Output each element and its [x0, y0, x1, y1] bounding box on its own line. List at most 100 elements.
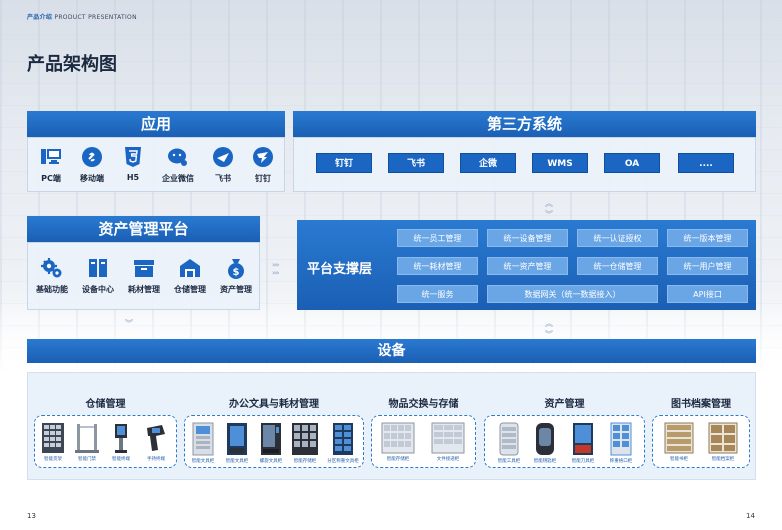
app-item-dingtalk[interactable]: 钉钉 [240, 146, 286, 184]
app-item-h5[interactable]: H5 [110, 146, 156, 182]
app-item-mobile[interactable]: 移动端 [69, 146, 115, 184]
cabinet-icon [227, 423, 247, 455]
page-number-right: 14 [746, 512, 755, 520]
support-consumables[interactable]: 统一耗材管理 [397, 257, 478, 275]
group-title-exchange: 物品交换与存储 [388, 399, 459, 410]
support-employee[interactable]: 统一员工管理 [397, 229, 478, 247]
support-auth[interactable]: 统一认证授权 [577, 229, 658, 247]
app-item-pc[interactable]: PC端 [28, 146, 74, 184]
support-layer-title: 平台支撑层 [307, 262, 373, 277]
third-party-wms-button[interactable]: WMS [532, 153, 588, 173]
support-data-gateway[interactable]: 数据网关（统一数据接入） [487, 285, 658, 303]
third-party-more-button[interactable]: .... [678, 153, 734, 173]
terminal-icon [115, 424, 127, 453]
group-title-library: 图书档案管理 [671, 399, 731, 410]
pc-icon [41, 149, 61, 164]
section-header: 产品介绍 PRODUCT PRESENTATION [27, 12, 137, 21]
app-item-wecom[interactable]: 企业微信 [155, 146, 201, 184]
third-party-panel: 钉钉 飞书 企微 WMS OA .... [293, 137, 756, 192]
devices-panel: 仓储管理 智能货架 智能门禁 智能终端 手持终端 办公文具与耗材管理 [27, 372, 756, 480]
group-title-office: 办公文具与耗材管理 [229, 399, 319, 410]
device-handheld-terminal[interactable]: 手持终端 [138, 422, 174, 462]
cabinet-icon [192, 422, 214, 456]
device-tool-cabinet[interactable]: 智能工具柜 [491, 422, 527, 464]
third-party-wecom-button[interactable]: 企微 [460, 153, 516, 173]
key-cabinet-icon [536, 423, 554, 455]
weighing-cabinet-icon [333, 423, 353, 455]
html5-icon [125, 147, 141, 167]
flow-arrows-left-icon: ︾ [125, 319, 133, 328]
document-locker-icon [431, 422, 465, 454]
shelf-icon [42, 423, 64, 453]
group-office: 智能文具柜 智能文具柜 螺旋文具柜 智能存储柜 分区称重文具柜 [184, 415, 364, 468]
device-center-icon [89, 259, 107, 277]
dingtalk-icon [253, 147, 273, 167]
section-label-en: PRODUCT PRESENTATION [54, 14, 137, 21]
support-warehouse[interactable]: 统一仓储管理 [577, 257, 658, 275]
device-document-locker[interactable]: 文件接递柜 [430, 422, 466, 462]
device-stationery-cabinet-2[interactable]: 智能文具柜 [219, 422, 255, 464]
device-smart-locker[interactable]: 智能存储柜 [380, 422, 416, 462]
device-spiral-cabinet[interactable]: 螺旋文具柜 [253, 422, 289, 464]
support-assets[interactable]: 统一资产管理 [487, 257, 568, 275]
page-title: 产品架构图 [27, 54, 117, 75]
apps-title: 应用 [27, 111, 285, 137]
device-weighing-slot-cabinet[interactable]: 称重格口柜 [603, 422, 639, 464]
asset-item-basic[interactable]: 基础功能 [29, 257, 75, 295]
group-title-assets: 资产管理 [544, 399, 585, 410]
group-assets: 智能工具柜 智能钥匙柜 智能刀具柜 称重格口柜 [484, 415, 645, 468]
support-device[interactable]: 统一设备管理 [487, 229, 568, 247]
third-party-dingtalk-button[interactable]: 钉钉 [316, 153, 372, 173]
asset-platform-title: 资产管理平台 [27, 216, 260, 242]
group-warehouse: 智能货架 智能门禁 智能终端 手持终端 [34, 415, 177, 468]
group-title-warehouse: 仓储管理 [85, 399, 126, 410]
support-user[interactable]: 统一用户管理 [667, 257, 748, 275]
handheld-scanner-icon [147, 425, 165, 451]
right-arrows-icon: »»»» [272, 261, 280, 277]
device-smart-bookcase[interactable]: 智能书柜 [661, 422, 697, 462]
third-party-oa-button[interactable]: OA [604, 153, 660, 173]
feishu-icon [213, 147, 233, 167]
devices-title: 设备 [27, 339, 756, 363]
third-party-title: 第三方系统 [293, 111, 756, 137]
tool-cabinet-icon [499, 422, 519, 456]
device-smart-shelf[interactable]: 智能货架 [35, 422, 71, 462]
support-service[interactable]: 统一服务 [397, 285, 478, 303]
device-smart-terminal[interactable]: 智能终端 [103, 422, 139, 462]
gate-icon [75, 424, 99, 453]
support-layer-panel: 平台支撑层 统一员工管理 统一设备管理 统一认证授权 统一版本管理 统一耗材管理… [297, 220, 756, 310]
money-bag-icon: $ [228, 259, 244, 279]
group-library: 智能书柜 智能档案柜 [652, 415, 750, 468]
device-smart-gate[interactable]: 智能门禁 [69, 422, 105, 462]
asset-item-assets[interactable]: $ 资产管理 [213, 257, 259, 295]
support-api[interactable]: API接口 [667, 285, 748, 303]
device-weighing-cabinet[interactable]: 分区称重文具柜 [325, 422, 361, 464]
third-party-feishu-button[interactable]: 飞书 [388, 153, 444, 173]
locker-wall-icon [381, 422, 415, 454]
asset-item-warehouse[interactable]: 仓储管理 [167, 257, 213, 295]
section-label: 产品介绍 [27, 14, 53, 21]
page-number-left: 13 [27, 512, 36, 520]
svg-text:$: $ [233, 267, 240, 278]
vending-cabinet-icon [261, 423, 281, 455]
device-archive-cabinet[interactable]: 智能档案柜 [705, 422, 741, 462]
device-knife-cabinet[interactable]: 智能刀具柜 [565, 422, 601, 464]
bookcase-icon [664, 422, 694, 454]
device-key-cabinet[interactable]: 智能钥匙柜 [527, 422, 563, 464]
device-stationery-cabinet-1[interactable]: 智能文具柜 [185, 422, 221, 464]
apps-panel: PC端 移动端 H5 企业微信 飞书 钉钉 [27, 137, 285, 192]
archive-cabinet-icon [708, 422, 738, 454]
wecom-icon [168, 148, 187, 166]
asset-item-consumables[interactable]: 耗材管理 [121, 257, 167, 295]
support-version[interactable]: 统一版本管理 [667, 229, 748, 247]
device-storage-cabinet[interactable]: 智能存储柜 [287, 422, 323, 464]
asset-item-device-center[interactable]: 设备中心 [75, 257, 121, 295]
flow-arrows-right-icon: ︽︾ [545, 319, 553, 339]
app-item-feishu[interactable]: 飞书 [200, 146, 246, 184]
flow-arrows-icon: ︽︾ [545, 199, 553, 219]
gears-icon [41, 258, 62, 278]
mobile-link-icon [82, 147, 102, 167]
warehouse-icon [180, 259, 200, 277]
locker-icon [292, 423, 318, 455]
